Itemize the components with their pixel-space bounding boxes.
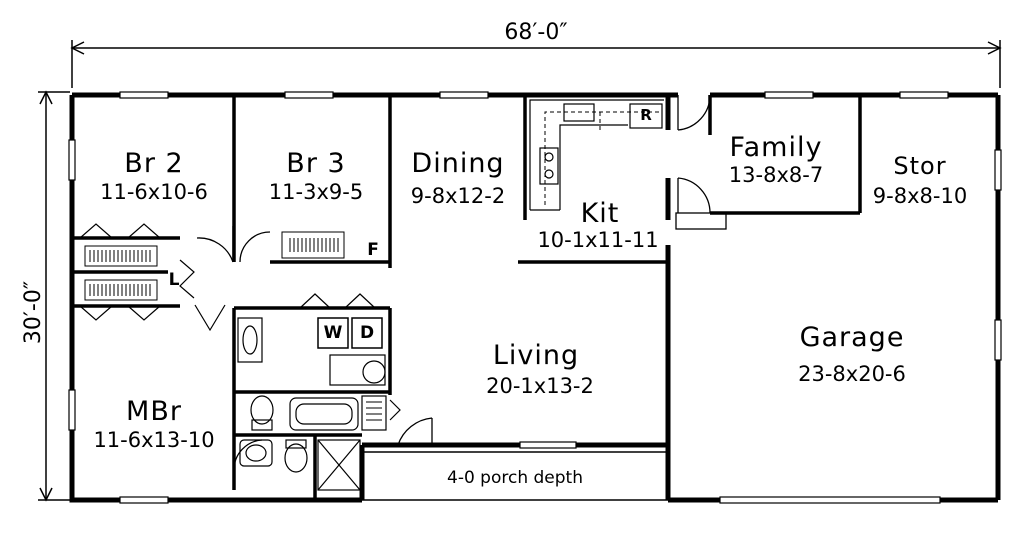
kitchen-dashes: [544, 111, 660, 205]
room-family-size: 13-8x8-7: [728, 163, 824, 187]
room-family-name: Family: [729, 132, 823, 163]
room-mbr-name: MBr: [126, 396, 182, 427]
dryer-tag: D: [359, 323, 375, 343]
room-br3-size: 11-3x9-5: [268, 180, 364, 204]
porch: [362, 451, 668, 501]
laundry: [317, 317, 383, 349]
linen-closet-tag: L: [168, 270, 180, 290]
room-stor-size: 9-8x8-10: [872, 184, 968, 208]
overall-width-label: 68′-0″: [504, 20, 568, 45]
doors: [196, 94, 727, 471]
room-br3-name: Br 3: [286, 148, 346, 179]
closet-shelving: [84, 231, 345, 301]
room-br2-name: Br 2: [124, 148, 184, 179]
interior-walls: [72, 95, 862, 500]
bath-fixtures: [237, 317, 387, 491]
porch-depth-label: 4-0 porch depth: [447, 468, 583, 488]
room-stor-name: Stor: [893, 152, 947, 180]
room-mbr-size: 11-6x13-10: [93, 428, 215, 452]
room-garage-size: 23-8x20-6: [798, 362, 906, 386]
room-dining-size: 9-8x12-2: [410, 184, 506, 208]
bifold-doors: [79, 223, 401, 421]
freezer-tag: F: [367, 240, 379, 260]
room-kit-name: Kit: [580, 198, 620, 229]
room-br2-size: 11-6x10-6: [100, 180, 208, 204]
room-living-name: Living: [492, 340, 580, 371]
room-dining-name: Dining: [411, 148, 505, 179]
room-living-size: 20-1x13-2: [486, 374, 594, 398]
refrigerator-tag: R: [640, 106, 652, 124]
dimension-lines: [38, 40, 1002, 502]
room-garage-name: Garage: [799, 322, 905, 353]
windows: [68, 91, 1002, 504]
room-kit-size: 10-1x11-11: [537, 228, 659, 252]
closet-rods: [89, 238, 382, 421]
washer-tag: W: [323, 323, 343, 343]
overall-depth-label: 30′-0″: [21, 280, 47, 345]
